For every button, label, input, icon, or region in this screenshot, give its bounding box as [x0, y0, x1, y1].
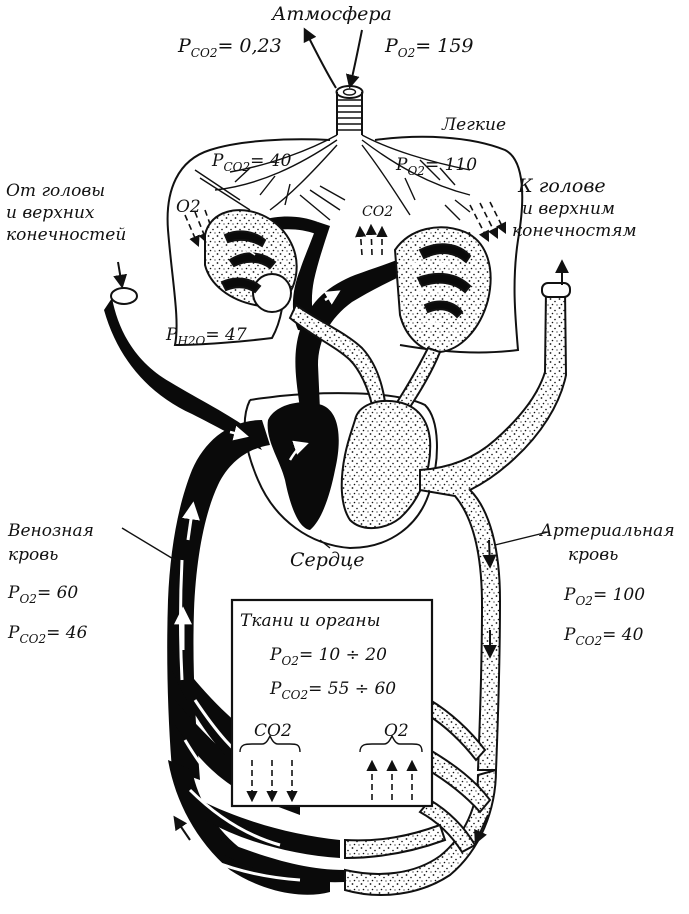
aorta: [419, 289, 568, 771]
artery-to-head-cut: [541, 282, 571, 298]
arterial-system: [288, 259, 571, 896]
tissues-title: Ткани и органы: [240, 611, 380, 631]
venous-pco2: PCO2= 46: [7, 623, 88, 646]
vein-inflow-arrow: [113, 261, 128, 289]
bronchial-tree: [194, 134, 471, 221]
lung-right-arrows: [469, 201, 507, 242]
heart-label: Сердце: [290, 549, 365, 571]
arterial-line1: Артериальная: [539, 521, 675, 541]
venous-line2: кровь: [8, 545, 58, 565]
lungs-o2-label: O2: [176, 197, 201, 217]
right-lung-outline: [374, 135, 524, 354]
right-heart: [267, 402, 339, 530]
right-lung-capillaries: [393, 226, 492, 354]
tissues-po2: PO2= 10 ÷ 20: [269, 645, 387, 668]
tissues-co2-label: CO2: [254, 721, 292, 741]
to-head-line3: конечностям: [512, 221, 637, 241]
tissues-o2-label: O2: [384, 721, 409, 741]
arterial-line2: кровь: [568, 545, 618, 565]
from-head-line2: и верхних: [6, 203, 95, 223]
atmosphere-exchange: [303, 27, 363, 89]
left-heart: [340, 400, 432, 529]
venous-po2: PO2= 60: [7, 583, 78, 606]
lungs-pco2: PCO2= 40: [211, 151, 292, 174]
arterial-leader: [494, 531, 549, 546]
venous-system: [104, 216, 474, 895]
lungs-po2: PO2= 110: [395, 155, 477, 178]
atmosphere-pco2: PCO2= 0,23: [177, 35, 282, 60]
atmosphere-title: Атмосфера: [270, 3, 392, 25]
lung-co2-arrows: [355, 223, 388, 256]
to-head-line2: и верхним: [522, 199, 615, 219]
lungs: [166, 85, 524, 354]
venous-return-arrow: [173, 815, 191, 841]
arterial-po2: PO2= 100: [563, 585, 645, 608]
atmosphere-po2: PO2= 159: [384, 35, 474, 60]
left-lung-outline: [166, 138, 331, 347]
left-lung-capillaries: [204, 209, 298, 313]
tissues-box: [230, 598, 434, 808]
tissues-pco2: PCO2= 55 ÷ 60: [269, 679, 396, 702]
lungs-title: Легкие: [441, 115, 506, 135]
venous-line1: Венозная: [7, 521, 94, 541]
trachea: [336, 92, 363, 135]
from-head-line3: конечностей: [6, 225, 126, 245]
heart-leader: [319, 539, 331, 549]
lungs-ph2o: PH2O= 47: [165, 325, 247, 348]
venous-leader: [121, 527, 176, 561]
from-head-line1: От головы: [6, 181, 105, 201]
to-head-line1: К голове: [517, 175, 606, 197]
pulmonary-vein-right: [394, 346, 442, 412]
lungs-co2-label: CO2: [362, 204, 393, 220]
arterial-pco2: PCO2= 40: [563, 625, 644, 648]
